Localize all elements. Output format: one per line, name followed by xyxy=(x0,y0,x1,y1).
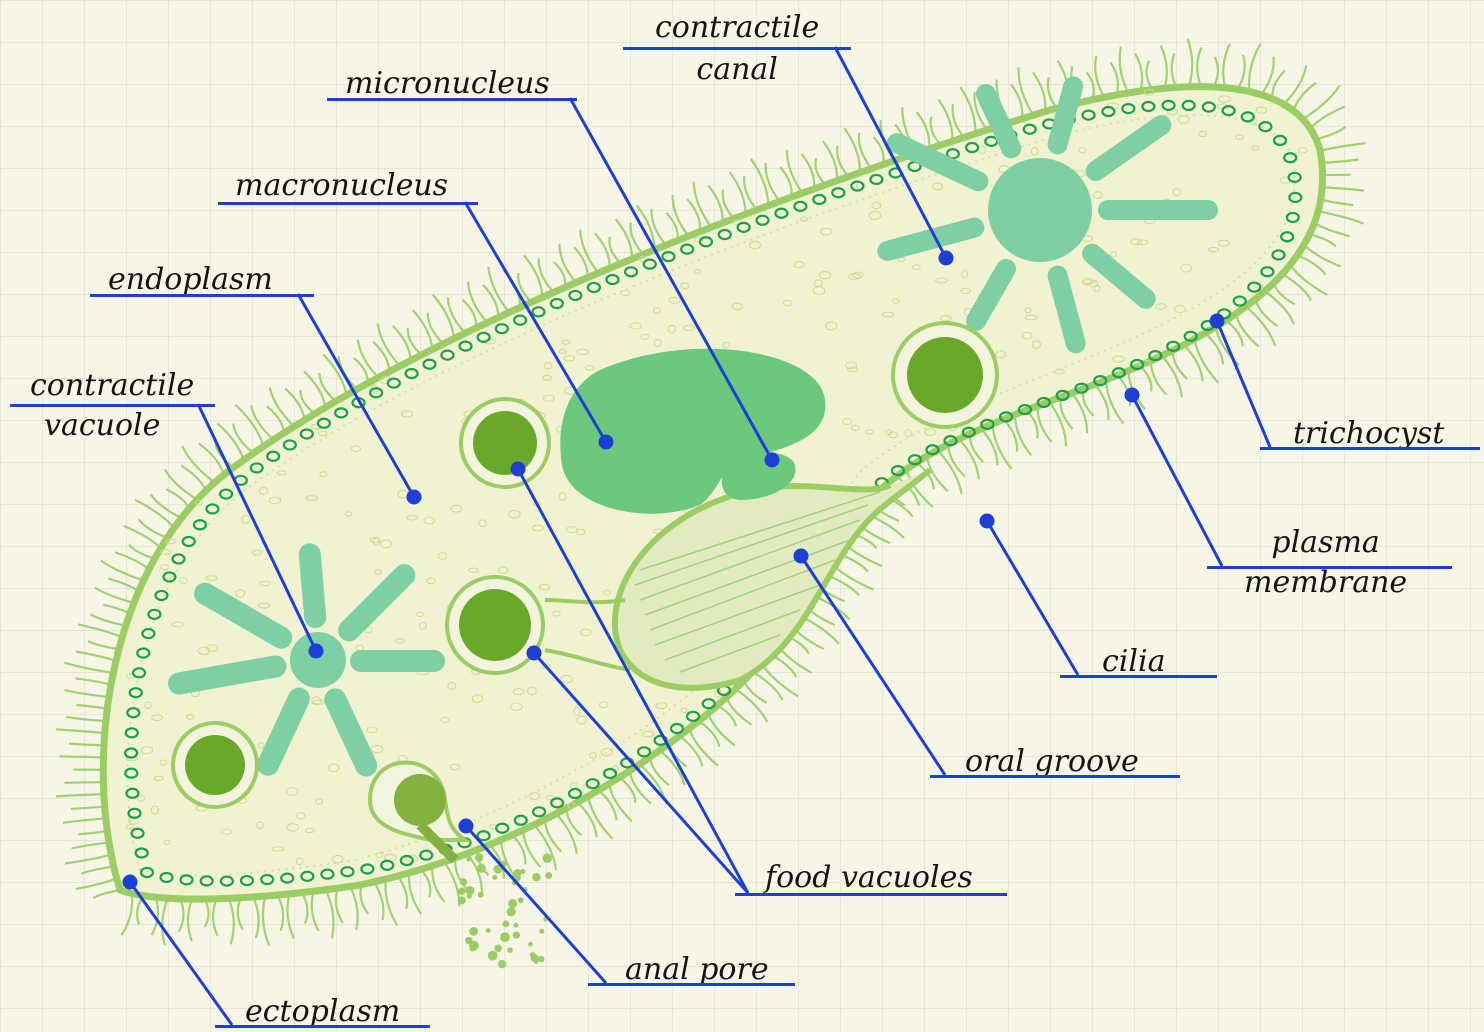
particle xyxy=(466,857,470,861)
particle xyxy=(513,923,518,928)
particle xyxy=(475,853,483,861)
label-macronucleus: macronucleus xyxy=(235,166,448,206)
leader-dot xyxy=(766,454,778,466)
particle xyxy=(458,887,466,895)
particle xyxy=(538,956,545,963)
underline-micronucleus xyxy=(327,98,577,101)
particle xyxy=(498,960,506,968)
cilium xyxy=(59,756,103,757)
underline-cilia xyxy=(1060,675,1217,678)
particle xyxy=(478,892,484,898)
particle xyxy=(539,929,544,934)
particle xyxy=(488,951,498,961)
particle xyxy=(518,897,524,903)
leader-dot xyxy=(1211,315,1223,327)
particle xyxy=(503,920,510,927)
particle xyxy=(543,854,552,863)
particle xyxy=(477,864,486,873)
particle xyxy=(500,932,510,942)
particle xyxy=(513,932,520,939)
leader-dot xyxy=(460,820,472,832)
leader-dot xyxy=(310,645,322,657)
particle xyxy=(532,873,541,882)
particle xyxy=(545,872,552,879)
leader-dot xyxy=(408,491,420,503)
particle xyxy=(458,896,466,904)
particle xyxy=(521,869,526,874)
underline-endoplasm xyxy=(90,294,314,297)
leader-dot xyxy=(1126,389,1138,401)
leader-dot xyxy=(940,252,952,264)
underline-macronucleus xyxy=(218,202,478,205)
underline-contractile-vacuole xyxy=(10,404,215,407)
leader-dot xyxy=(981,515,993,527)
label-plasma-membrane: plasma membrane xyxy=(1244,523,1407,603)
particle xyxy=(530,952,536,958)
underline-anal-pore xyxy=(588,983,795,986)
particle xyxy=(486,928,491,933)
particle xyxy=(492,875,497,880)
underline-food-vacuoles xyxy=(735,893,1007,896)
particle xyxy=(469,941,479,951)
leader-dot xyxy=(512,463,524,475)
particle xyxy=(469,927,478,936)
particle xyxy=(528,942,533,947)
particle xyxy=(508,899,517,908)
particle xyxy=(494,945,501,952)
particle xyxy=(467,893,472,898)
leader-dot xyxy=(600,436,612,448)
particle xyxy=(507,947,512,952)
underline-contractile-canal xyxy=(623,47,851,50)
leader-dot xyxy=(795,550,807,562)
underline-oral-groove xyxy=(930,775,1180,778)
underline-ectoplasm xyxy=(215,1025,430,1028)
underline-trichocyst xyxy=(1260,447,1480,450)
particle xyxy=(507,907,516,916)
label-food-vacuoles: food vacuoles xyxy=(765,858,973,898)
particle xyxy=(460,878,467,885)
leader-dot xyxy=(528,647,540,659)
underline-plasma-membrane xyxy=(1207,566,1452,569)
cilium xyxy=(64,782,103,783)
leader-dot xyxy=(124,876,136,888)
particle xyxy=(513,869,521,877)
